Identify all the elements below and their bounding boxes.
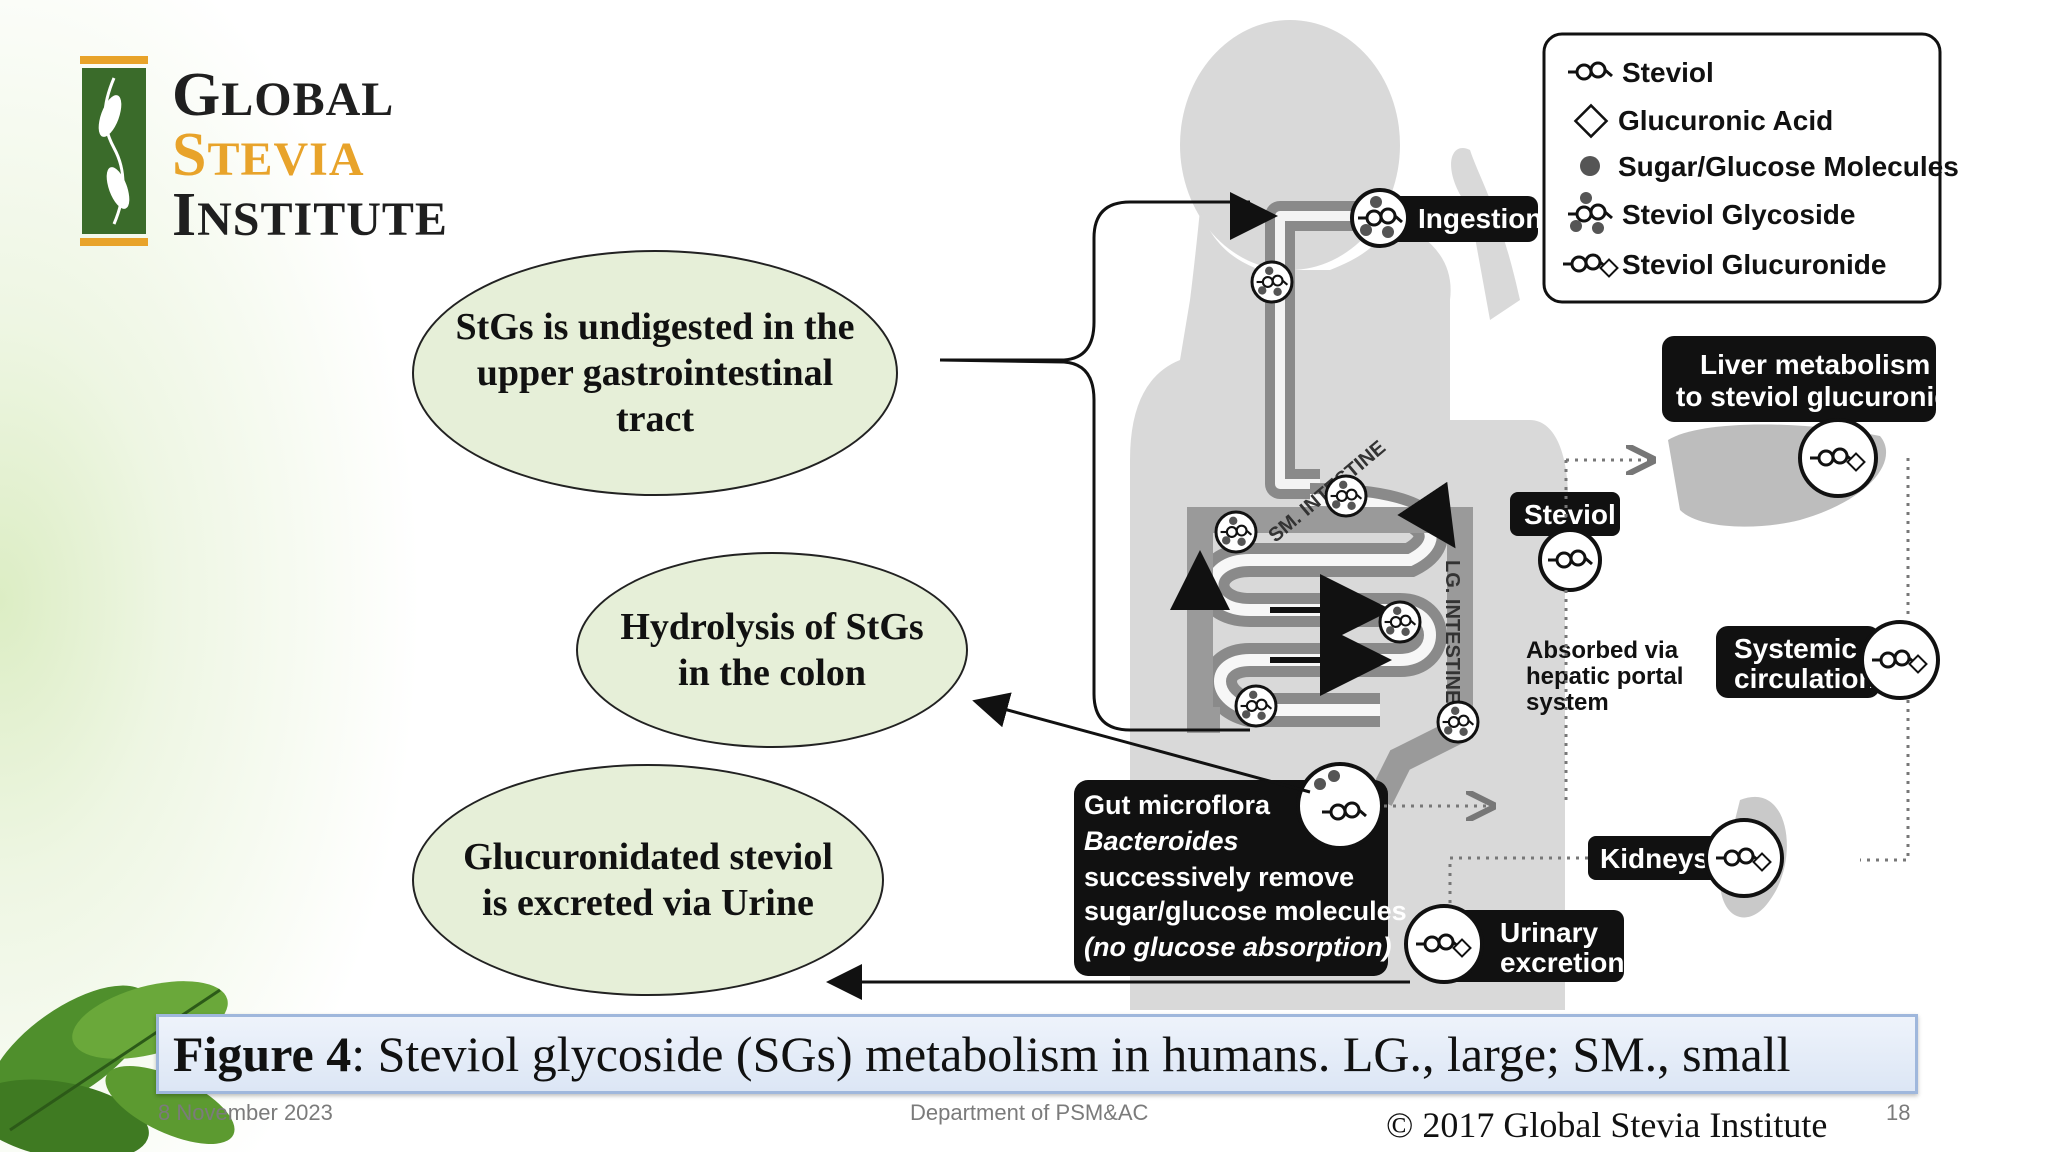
- glucuronic-acid-legend-icon: [1573, 103, 1609, 139]
- gut-label-line5: (no glucose absorption): [1084, 932, 1392, 962]
- absorbed-label-line2: hepatic portal: [1526, 663, 1683, 690]
- legend-box: Steviol Glucuronic Acid Sugar/Glucose Mo…: [1542, 32, 1959, 304]
- liver-label-line1: Liver metabolism: [1700, 349, 1930, 380]
- glycoside-badge: [1214, 510, 1258, 554]
- sugar-molecule-legend-icon: [1580, 156, 1600, 176]
- glycoside-badge: [1436, 700, 1480, 744]
- kidneys-label: Kidneys: [1600, 843, 1709, 874]
- footer-date: 8 November 2023: [158, 1100, 333, 1125]
- footer-department: Department of PSM&AC: [910, 1100, 1149, 1125]
- upper-gi-brace: [939, 200, 1250, 732]
- legend-item-steviol-glycoside: Steviol Glycoside: [1622, 199, 1855, 230]
- urinary-excretion: Urinary excretion: [1404, 904, 1625, 984]
- logo-word-stevia: STEVIA: [172, 121, 365, 189]
- steviol-absorption: Steviol Absorbed via hepatic portal syst…: [1510, 460, 1683, 800]
- urinary-label-line2: excretion: [1500, 947, 1625, 978]
- legend-item-steviol-glucuronide: Steviol Glucuronide: [1622, 249, 1886, 280]
- figure-caption-text: : Steviol glycoside (SGs) metabolism in …: [351, 1026, 1791, 1082]
- glycoside-badge: [1234, 684, 1278, 728]
- kidneys: Kidneys: [1448, 796, 1787, 920]
- callout-urine-excretion: Glucuronidated steviol is excreted via U…: [412, 764, 884, 996]
- absorbed-label-line3: system: [1526, 689, 1609, 716]
- footer-page-number: 18: [1886, 1100, 1911, 1125]
- glycoside-badge: [1378, 600, 1422, 644]
- legend-item-glucuronic-acid: Glucuronic Acid: [1618, 105, 1833, 136]
- logo-leaf-mark: [80, 56, 148, 246]
- systemic-circulation: Systemic circulation: [1716, 458, 1940, 862]
- figure-caption: Figure 4: Steviol glycoside (SGs) metabo…: [156, 1014, 1918, 1094]
- gut-label-line4: sugar/glucose molecules: [1084, 896, 1407, 926]
- legend-item-steviol: Steviol: [1622, 57, 1714, 88]
- urinary-label-line1: Urinary: [1500, 917, 1598, 948]
- global-stevia-institute-logo: GLOBAL STEVIA INSTITUTE: [80, 56, 520, 249]
- ingestion-badge: Ingestion: [1350, 188, 1542, 248]
- footer-copyright: © 2017 Global Stevia Institute: [1386, 1105, 1828, 1145]
- liver: Liver metabolism to steviol glucuronide: [1662, 336, 1967, 527]
- digestive-tract: SM. INTESTINE LG. INTESTINE: [1170, 192, 1480, 806]
- glycoside-badge: [1250, 260, 1294, 304]
- glycoside-badge: [1324, 474, 1368, 518]
- legend-item-sugar-molecules: Sugar/Glucose Molecules: [1618, 151, 1959, 182]
- steviol-badge-label: Steviol: [1524, 499, 1616, 530]
- callout-upper-gi: StGs is undigested in the upper gastroin…: [412, 250, 898, 496]
- gut-microflora-box: Gut microflora Bacteroides successively …: [1074, 762, 1490, 976]
- callout-colon-hydrolysis: Hydrolysis of StGs in the colon: [576, 552, 968, 748]
- absorbed-label-line1: Absorbed via: [1526, 637, 1679, 664]
- figure-caption-label: Figure 4: [173, 1026, 352, 1082]
- logo-word-institute: INSTITUTE: [172, 181, 448, 249]
- lg-intestine-label: LG. INTESTINE: [1441, 560, 1463, 703]
- systemic-label-line1: Systemic: [1734, 633, 1857, 664]
- gut-label-line3: successively remove: [1084, 862, 1354, 892]
- gut-label-line2: Bacteroides: [1084, 826, 1239, 856]
- systemic-label-line2: circulation: [1734, 663, 1876, 694]
- ingestion-label: Ingestion: [1418, 203, 1542, 234]
- logo-word-global: GLOBAL: [172, 61, 395, 129]
- arrow-to-colon-callout: [972, 692, 1311, 794]
- liver-label-line2: to steviol glucuronide: [1676, 381, 1967, 412]
- gut-label-line1: Gut microflora: [1084, 790, 1271, 820]
